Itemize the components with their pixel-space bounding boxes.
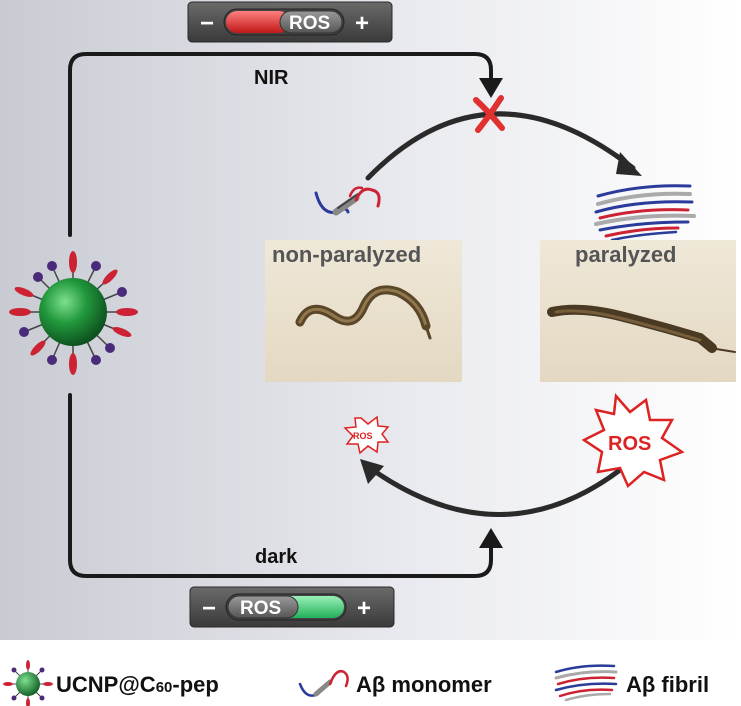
legend-monomer-label: Aβ monomer xyxy=(356,672,492,697)
nir-label: NIR xyxy=(254,67,289,89)
small-ros-text: ROS xyxy=(353,431,373,441)
top-slider-track xyxy=(223,8,345,36)
bottom-slider-knob xyxy=(227,595,299,619)
bottom-slider-plus: + xyxy=(357,595,371,622)
aggregation-arrow xyxy=(365,111,636,181)
paralyzed-panel: paralyzed xyxy=(540,240,736,382)
dark-label: dark xyxy=(255,546,298,568)
abeta-fibril-icon xyxy=(594,184,696,242)
legend-fibril-label: Aβ fibril xyxy=(626,672,709,697)
aggregation-arrowhead xyxy=(616,152,642,176)
legend-fibril-icon xyxy=(554,664,618,702)
pathway-loop xyxy=(68,52,493,578)
large-ros-text: ROS xyxy=(608,433,651,455)
disaggregation-arrowhead xyxy=(360,459,384,484)
top-slider-label: ROS xyxy=(289,13,330,34)
bottom-slider-track xyxy=(225,593,347,621)
background-legend xyxy=(0,640,741,706)
small-ros-burst-icon: ROS xyxy=(343,415,390,455)
paralyzed-title: paralyzed xyxy=(575,242,677,267)
legend-ucnp-icon xyxy=(3,660,53,706)
top-slider-minus: − xyxy=(200,10,214,37)
legend-item-monomer: Aβ monomer xyxy=(298,670,492,697)
legend-ucnp-label: UCNP@C60-pep xyxy=(56,672,219,697)
disaggregation-arrow xyxy=(367,465,623,517)
legend-item-ucnp: UCNP@C60-pep xyxy=(3,660,219,706)
non-paralyzed-panel: non-paralyzed xyxy=(265,240,462,382)
bottom-slider-minus: − xyxy=(202,595,216,622)
legend-monomer-icon xyxy=(298,670,349,697)
legend: UCNP@C60-pep Aβ monomer Aβ fibril xyxy=(3,660,709,706)
large-ros-burst-icon: ROS xyxy=(581,393,685,489)
ucnp-nanoparticle-icon xyxy=(9,251,138,375)
abeta-monomer-icon xyxy=(314,186,381,216)
non-paralyzed-title: non-paralyzed xyxy=(272,242,421,267)
top-slider-fill-red xyxy=(226,11,290,33)
top-ros-slider[interactable]: − ROS + xyxy=(187,1,393,43)
loop-arrowheads xyxy=(479,78,503,548)
blocked-x-icon xyxy=(473,95,505,133)
legend-item-fibril: Aβ fibril xyxy=(554,664,709,702)
top-slider-plus: + xyxy=(355,10,369,37)
bottom-ros-slider[interactable]: − ROS + xyxy=(189,586,395,628)
top-slider-knob xyxy=(279,10,343,34)
bottom-slider-label: ROS xyxy=(240,598,281,619)
